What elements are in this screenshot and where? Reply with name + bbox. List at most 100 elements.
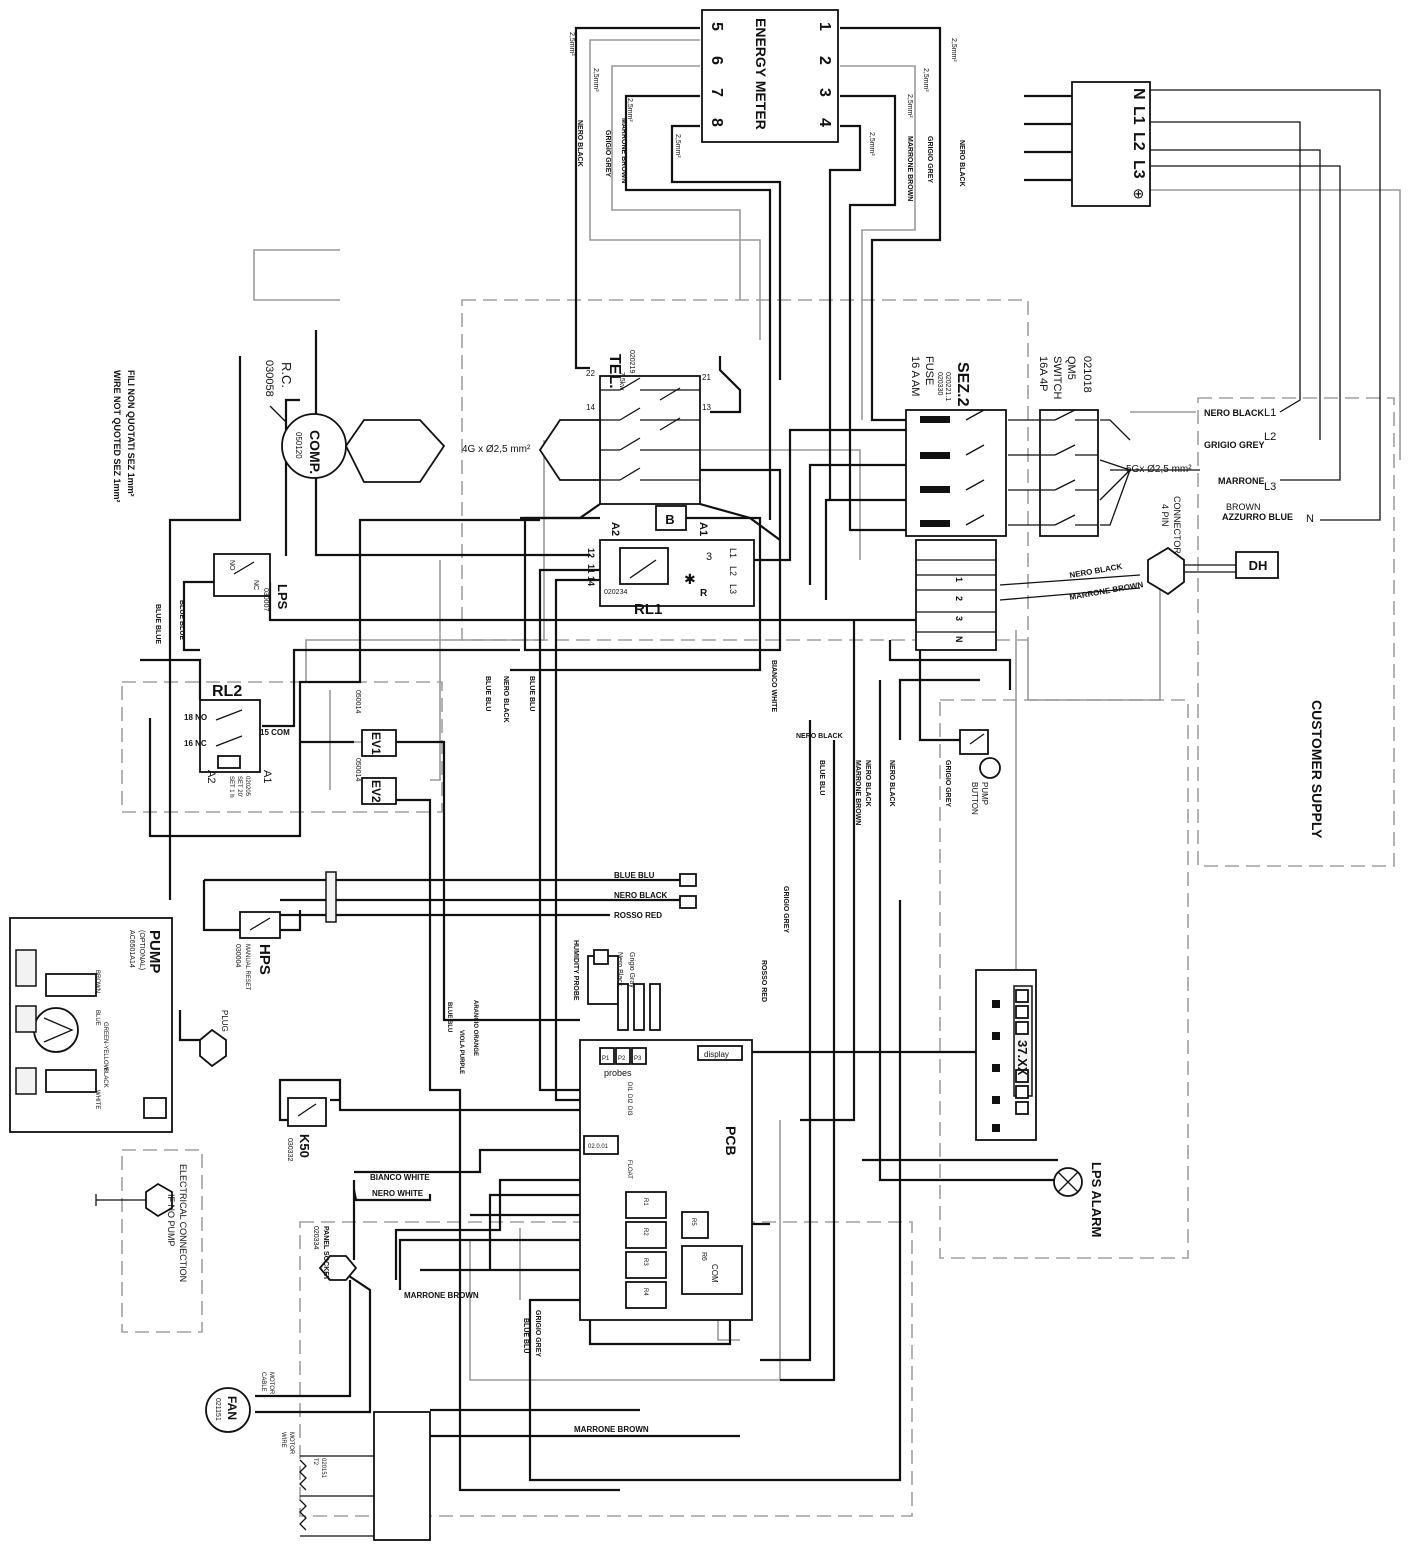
svg-text:NERO WHITE: NERO WHITE	[372, 1189, 424, 1198]
svg-text:MOTOR: MOTOR	[288, 1432, 294, 1455]
svg-text:MOTOR: MOTOR	[268, 1372, 274, 1395]
svg-text:NERO BLACK: NERO BLACK	[958, 140, 965, 187]
svg-text:BLUE BLU: BLUE BLU	[528, 676, 535, 711]
svg-text:030332: 030332	[286, 1138, 293, 1161]
svg-text:DI3: DI3	[626, 1106, 632, 1116]
svg-text:COMP.: COMP.	[307, 430, 323, 474]
svg-text:BLUE BLUE: BLUE BLUE	[178, 600, 185, 640]
svg-text:HUMIDITY PROBE: HUMIDITY PROBE	[572, 940, 579, 1001]
svg-text:FILI NON QUOTATI SEZ 1mm²: FILI NON QUOTATI SEZ 1mm²	[126, 370, 136, 497]
svg-text:15 COM: 15 COM	[260, 728, 290, 737]
svg-text:L1: L1	[1130, 106, 1147, 125]
svg-text:L3: L3	[1130, 160, 1147, 179]
svg-text:NERO BLACK: NERO BLACK	[614, 891, 668, 900]
svg-text:020234: 020234	[604, 589, 627, 596]
svg-text:Grigio Gray: Grigio Gray	[628, 952, 635, 988]
svg-text:Nero Black: Nero Black	[616, 952, 623, 987]
svg-text:NERO BLACK: NERO BLACK	[1204, 408, 1264, 418]
svg-text:A1: A1	[261, 770, 273, 783]
svg-text:TEL.: TEL.	[606, 354, 623, 389]
svg-text:probes: probes	[604, 1068, 632, 1078]
svg-text:FLOAT: FLOAT	[626, 1160, 632, 1179]
svg-text:BIANCO WHITE: BIANCO WHITE	[370, 1173, 430, 1182]
svg-text:2,5mm²: 2,5mm²	[568, 32, 575, 56]
lps-alarm-lamp: LPS ALARM	[1053, 1162, 1104, 1237]
svg-text:PANEL SOCKET: PANEL SOCKET	[322, 1226, 329, 1281]
svg-text:5: 5	[708, 22, 725, 31]
svg-text:L2: L2	[1130, 132, 1147, 151]
svg-text:L3: L3	[728, 584, 738, 594]
svg-text:020219: 020219	[628, 350, 635, 373]
svg-text:18 NO: 18 NO	[184, 713, 207, 722]
svg-text:A1: A1	[697, 522, 709, 536]
svg-text:BIANCO WHITE: BIANCO WHITE	[770, 660, 777, 712]
energy-meter-wire-labels: 2,5mm² 2,5mm² 2,5mm² 2,5mm² 2,5mm² 2,5mm…	[568, 32, 965, 201]
svg-text:LPS: LPS	[275, 584, 290, 610]
svg-text:37.XX: 37.XX	[1015, 1040, 1030, 1076]
svg-text:2,5mm²: 2,5mm²	[868, 132, 875, 156]
panel-socket: PANEL SOCKET 020334	[312, 1226, 358, 1281]
svg-text:1: 1	[816, 22, 833, 31]
svg-text:2,5mm²: 2,5mm²	[906, 94, 913, 118]
svg-text:2: 2	[954, 596, 964, 601]
svg-text:R3: R3	[642, 1258, 648, 1266]
svg-text:5Gx Ø2,5 mm²: 5Gx Ø2,5 mm²	[1126, 464, 1192, 475]
svg-text:⊕: ⊕	[1131, 188, 1147, 200]
controller-display: 37.XX	[975, 969, 1037, 1141]
svg-text:021018: 021018	[1081, 356, 1093, 393]
svg-text:BLUE BLU: BLUE BLU	[446, 1002, 452, 1032]
svg-text:2,5mm²: 2,5mm²	[674, 134, 681, 158]
svg-text:R4: R4	[642, 1288, 648, 1296]
svg-text:4G x Ø2,5 mm²: 4G x Ø2,5 mm²	[462, 444, 531, 455]
svg-text:CONNECTOR: CONNECTOR	[1172, 496, 1182, 554]
svg-text:MARRONE BROWN: MARRONE BROWN	[574, 1425, 649, 1434]
pump-button: PUMP BUTTON	[959, 729, 1001, 815]
svg-text:NC: NC	[252, 580, 259, 590]
svg-text:030007: 030007	[262, 588, 269, 611]
svg-text:13: 13	[702, 403, 711, 412]
svg-text:SWITCH: SWITCH	[1051, 356, 1063, 399]
svg-text:1: 1	[954, 577, 964, 582]
svg-text:NERO BLACK: NERO BLACK	[576, 120, 583, 167]
fan-motor: FAN 021151 MOTOR CABLE MOTOR WIRE 020151…	[205, 1372, 431, 1541]
svg-text:DI2: DI2	[626, 1094, 632, 1104]
svg-text:BLUE BLU: BLUE BLU	[522, 1318, 529, 1353]
svg-text:IF NO PUMP: IF NO PUMP	[166, 1194, 176, 1247]
compressor: COMP. 050120 4G x Ø2,5 mm²	[281, 413, 601, 483]
pump-box: PUMP (OPTIONAL) AC6501A14 BROWN BLUE GRE…	[9, 917, 229, 1133]
svg-text:16 NC: 16 NC	[184, 739, 207, 748]
svg-text:7: 7	[708, 88, 725, 97]
customer-supply: CUSTOMER SUPPLY NERO BLACK L1 GRIGIO GRE…	[1204, 407, 1325, 839]
svg-text:R6: R6	[700, 1252, 707, 1261]
svg-text:6: 6	[708, 56, 725, 65]
svg-text:020330: 020330	[936, 372, 943, 395]
svg-text:02.0.01: 02.0.01	[588, 1144, 609, 1150]
svg-text:display: display	[704, 1050, 729, 1059]
fuse-sez2: SEZ.2 020221.1 020330 FUSE 16 A AM	[905, 356, 1007, 537]
svg-text:✱: ✱	[684, 571, 696, 587]
svg-text:(OPTIONAL): (OPTIONAL)	[138, 930, 145, 970]
svg-text:BLUE: BLUE	[94, 1010, 100, 1026]
rl1-relay: 12 11 14 020234 RL1 3 R L1 L2 L3 ✱	[586, 539, 755, 618]
svg-text:R.C.: R.C.	[279, 362, 294, 388]
svg-text:NERO BLACK: NERO BLACK	[888, 760, 895, 807]
svg-text:BLUE BLU: BLUE BLU	[484, 676, 491, 711]
svg-text:T2: T2	[312, 1458, 318, 1466]
no-pump-connection: ELECTRICAL CONNECTION IF NO PUMP	[95, 1164, 188, 1282]
svg-text:16 A AM: 16 A AM	[909, 356, 921, 396]
svg-text:GRIGIO GREY: GRIGIO GREY	[782, 886, 789, 933]
svg-text:PLUG: PLUG	[220, 1010, 229, 1032]
svg-text:N: N	[954, 636, 964, 643]
svg-text:N: N	[1130, 88, 1147, 100]
svg-text:021151: 021151	[214, 1398, 221, 1421]
svg-text:LPS ALARM: LPS ALARM	[1089, 1162, 1104, 1237]
svg-text:MANUAL RESET: MANUAL RESET	[244, 944, 250, 991]
svg-text:2,5mm²: 2,5mm²	[592, 68, 599, 92]
svg-text:CABLE: CABLE	[260, 1372, 266, 1392]
svg-text:030058: 030058	[263, 360, 275, 397]
svg-text:2,5mm²: 2,5mm²	[922, 68, 929, 92]
svg-text:GRIGIO GREY: GRIGIO GREY	[604, 130, 611, 177]
svg-text:14: 14	[586, 576, 596, 586]
svg-text:020334: 020334	[312, 1226, 319, 1249]
svg-text:P1: P1	[602, 1056, 610, 1062]
